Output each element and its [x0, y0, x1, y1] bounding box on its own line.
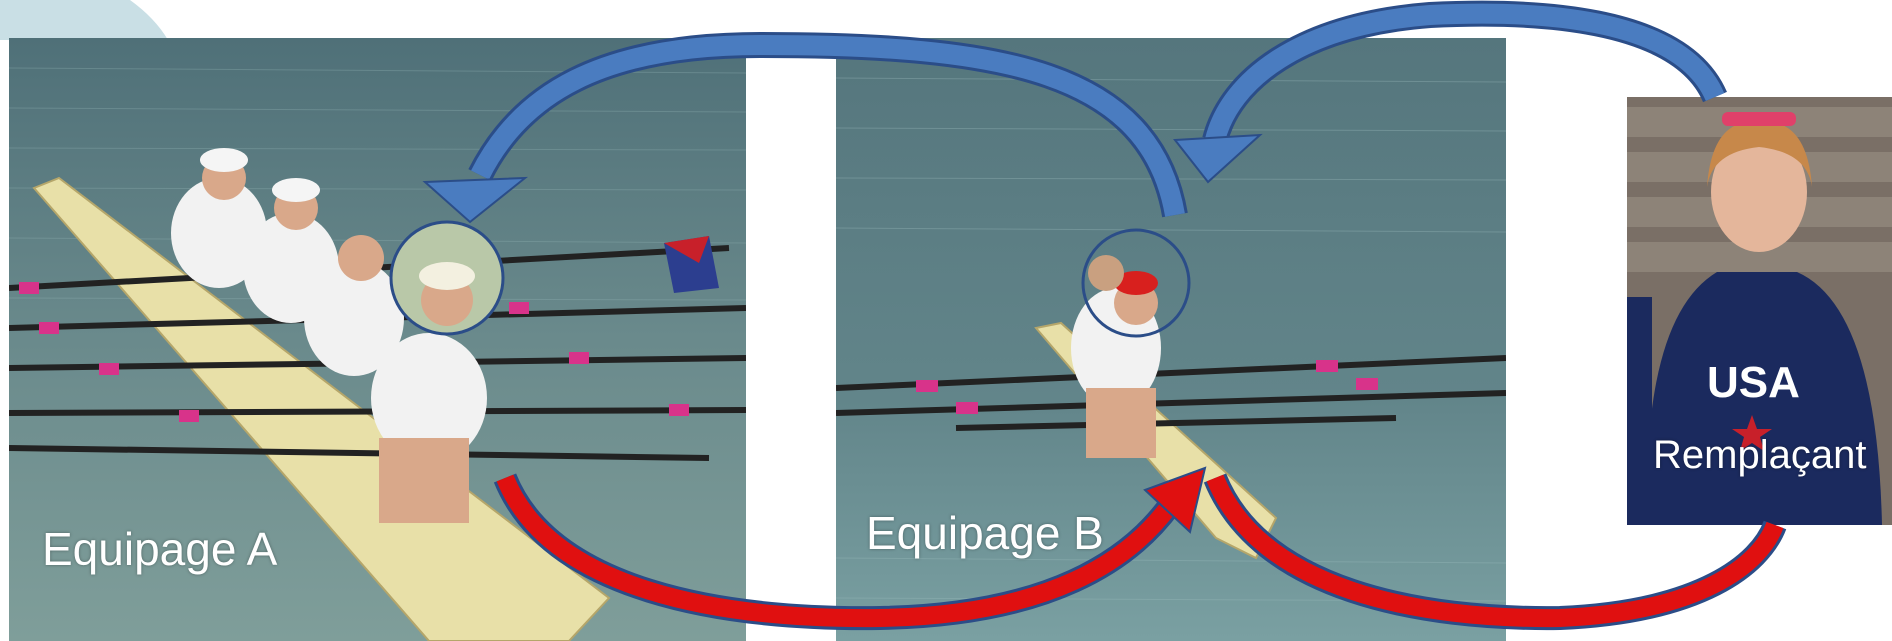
corner-decoration — [0, 0, 168, 40]
substitute-photo: USA — [1627, 97, 1892, 525]
crew-a-label: Equipage A — [42, 523, 278, 575]
crew-b-label: Equipage B — [866, 507, 1104, 559]
usa-shirt-text: USA — [1707, 358, 1800, 407]
substitute-label: Remplaçant — [1653, 433, 1867, 477]
